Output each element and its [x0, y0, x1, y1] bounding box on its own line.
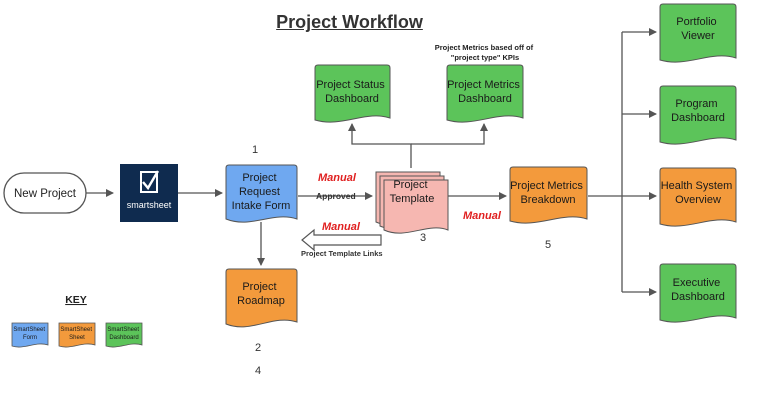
checkmark-icon [142, 170, 160, 191]
diagram-title: Project Workflow [276, 12, 423, 32]
program-dashboard-label-line1: Program [675, 98, 717, 110]
health-system-overview-node: Health System Overview [659, 167, 737, 227]
legend-sheet-shape [58, 322, 96, 348]
step-number-2: 2 [255, 342, 261, 354]
project-status-dashboard-node: Project Status Dashboard [314, 64, 391, 123]
step-number-1: 1 [252, 144, 258, 156]
program-dashboard-shape [659, 85, 737, 145]
intake-form-label: Project Request Intake Form [232, 172, 291, 212]
template-links-label: Project Template Links [301, 249, 383, 258]
project-template-shape-front [383, 179, 449, 234]
smartsheet-logo-text: smartsheet [127, 200, 172, 210]
project-metrics-dashboard-node: Project Metrics Dashboard [446, 64, 524, 123]
legend-form-label: SmartSheet Form [13, 327, 46, 341]
intake-form-label-line3: Intake Form [232, 200, 291, 212]
project-status-dashboard-label-line1: Project Status [316, 79, 385, 91]
legend-form-label-line2: Form [23, 335, 37, 341]
connectors [86, 28, 657, 296]
legend-dashboard-label: SmartSheet Dashboard [107, 327, 140, 341]
project-metrics-breakdown-node: Project Metrics Breakdown [509, 166, 588, 224]
smartsheet-logo: smartsheet [120, 164, 178, 222]
project-metrics-dashboard-shape [446, 64, 524, 123]
health-system-overview-label-line1: Health System [661, 180, 733, 192]
project-roadmap-node: Project Roadmap [225, 268, 298, 328]
health-system-overview-label-line2: Overview [675, 194, 721, 206]
legend-form-shape [11, 322, 49, 348]
project-status-dashboard-shape [314, 64, 391, 123]
project-metrics-breakdown-label-line1: Project Metrics [510, 180, 583, 192]
project-metrics-dashboard-label: Project Metrics Dashboard [447, 79, 523, 105]
metrics-note-line2: "project type" KPIs [451, 53, 519, 62]
project-status-dashboard-label: Project Status Dashboard [316, 79, 388, 105]
intake-form-label-line2: Request [239, 186, 280, 198]
intake-form-label-line1: Project [242, 172, 276, 184]
manual-label-intake: Manual [318, 172, 357, 184]
project-metrics-breakdown-label: Project Metrics Breakdown [510, 180, 586, 206]
project-template-label-line1: Project [393, 179, 427, 191]
new-project-shape [3, 172, 87, 214]
project-template-node: Project Template [375, 171, 449, 234]
executive-dashboard-label-line1: Executive [673, 277, 721, 289]
project-metrics-breakdown-shape [509, 166, 588, 224]
project-roadmap-label: Project Roadmap [237, 281, 285, 307]
new-project-node: New Project [3, 172, 87, 214]
smartsheet-logo-mark [140, 171, 158, 193]
project-template-label: Project Template [390, 179, 435, 205]
executive-dashboard-label-line2: Dashboard [671, 291, 725, 303]
metrics-note-line1: Project Metrics based off of [435, 43, 534, 52]
metrics-note: Project Metrics based off of "project ty… [435, 43, 535, 62]
portfolio-viewer-label-line2: Viewer [681, 30, 715, 42]
legend-sheet-label: SmartSheet Sheet [60, 327, 93, 341]
step-number-5: 5 [545, 239, 551, 251]
project-status-dashboard-label-line2: Dashboard [325, 93, 379, 105]
edge-template-dashboards [348, 123, 412, 168]
portfolio-viewer-label: Portfolio Viewer [676, 16, 719, 42]
manual-label-breakdown: Manual [463, 210, 502, 222]
program-dashboard-label-line2: Dashboard [671, 112, 725, 124]
approved-label: Approved [316, 191, 356, 201]
health-system-overview-shape [659, 167, 737, 227]
executive-dashboard-label: Executive Dashboard [671, 277, 725, 303]
step-number-3: 3 [420, 232, 426, 244]
project-roadmap-shape [225, 268, 298, 328]
health-system-overview-label: Health System Overview [661, 180, 736, 206]
project-roadmap-label-line1: Project [242, 281, 276, 293]
template-links-arrow [301, 228, 382, 252]
project-template-label-line2: Template [390, 193, 435, 205]
edge-template-metrics-dashboard [411, 123, 488, 145]
portfolio-viewer-label-line1: Portfolio [676, 16, 716, 28]
project-metrics-dashboard-label-line1: Project Metrics [447, 79, 520, 91]
project-roadmap-label-line2: Roadmap [237, 295, 285, 307]
project-metrics-dashboard-label-line2: Dashboard [458, 93, 512, 105]
manual-label-links: Manual [322, 221, 361, 233]
program-dashboard-node: Program Dashboard [659, 85, 737, 145]
program-dashboard-label: Program Dashboard [671, 98, 725, 124]
portfolio-viewer-node: Portfolio Viewer [659, 3, 737, 63]
intake-form-shape [225, 164, 298, 223]
legend-dashboard-shape [105, 322, 143, 348]
project-metrics-breakdown-label-line2: Breakdown [520, 194, 575, 206]
legend-form-label-line1: SmartSheet [13, 327, 45, 333]
executive-dashboard-node: Executive Dashboard [659, 263, 737, 323]
legend-sheet-label-line2: Sheet [69, 335, 85, 341]
intake-form-node: Project Request Intake Form [225, 164, 298, 223]
legend-dashboard-label-line1: SmartSheet [107, 327, 139, 333]
legend-dashboard-label-line2: Dashboard [109, 335, 138, 341]
step-number-4: 4 [255, 365, 261, 377]
legend-key: KEY SmartSheet Form SmartSheet Sheet Sma… [11, 294, 143, 348]
new-project-label: New Project [14, 188, 77, 200]
legend-sheet-label-line1: SmartSheet [60, 327, 92, 333]
portfolio-viewer-shape [659, 3, 737, 63]
executive-dashboard-shape [659, 263, 737, 323]
legend-title: KEY [65, 294, 87, 306]
